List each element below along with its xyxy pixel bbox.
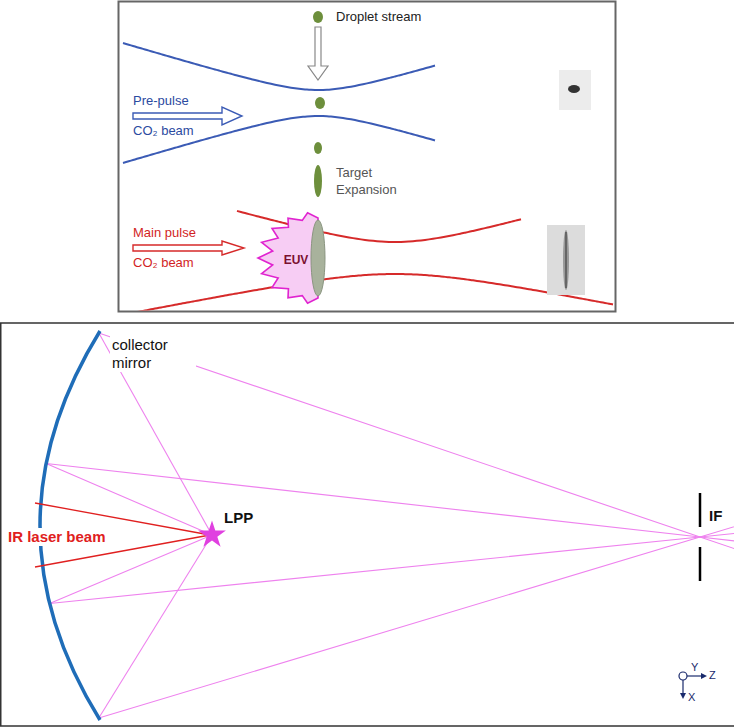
axis-label: Y [691, 661, 698, 674]
droplet [314, 142, 322, 154]
source-label: LPP [222, 509, 255, 527]
top-panel [119, 2, 616, 312]
fall-arrow [308, 27, 328, 80]
shadowgraph-disk [566, 232, 567, 288]
mainpulse-label: Main pulse CO₂ beam [133, 218, 205, 278]
axis-x [682, 680, 683, 694]
droplet-label: Droplet stream [336, 9, 421, 25]
euv-label: EUV [284, 253, 309, 267]
prepulse-label: Pre-pulse CO₂ beam [133, 86, 205, 146]
shadowgraph [547, 225, 585, 295]
shadowgraph-disk [563, 230, 569, 290]
collector-illustration [35, 331, 734, 720]
axis-x [680, 693, 686, 699]
euv-ray [99, 333, 734, 551]
euv-ray [99, 525, 734, 718]
prepulse-beam [123, 43, 435, 90]
axis-label: Z [709, 669, 716, 682]
target-disk [311, 220, 325, 296]
euv-burst [258, 213, 318, 304]
euv-ray [50, 533, 734, 604]
euv-ray [46, 463, 212, 535]
focus-label: IF [707, 507, 724, 525]
droplet [313, 11, 323, 23]
mainpulse-arrow [133, 241, 244, 255]
expanding-target [314, 165, 322, 197]
collector-mirror [40, 331, 100, 720]
aperture [699, 493, 702, 527]
prepulse-arrow [133, 107, 242, 125]
mainpulse-beam [121, 274, 613, 310]
axis-label: X [688, 691, 695, 704]
axis-z [687, 675, 702, 676]
axis-y [679, 672, 687, 680]
shadowgraph-droplet [568, 85, 580, 93]
euv-ray [99, 333, 212, 535]
shadowgraph [559, 70, 591, 110]
laser-label: IR laser beam [6, 528, 108, 546]
target-label: Target Expansion [336, 164, 412, 198]
euv-ray [46, 463, 734, 541]
bottom-panel [1, 323, 734, 726]
euv-burst [258, 213, 318, 304]
pulse-illustration [121, 11, 613, 311]
laser-beams [121, 43, 613, 310]
axis-z [701, 673, 707, 679]
aperture [699, 547, 702, 581]
euv-ray [99, 535, 212, 718]
mirror-label: collector mirror [110, 336, 196, 372]
droplet [315, 97, 325, 109]
